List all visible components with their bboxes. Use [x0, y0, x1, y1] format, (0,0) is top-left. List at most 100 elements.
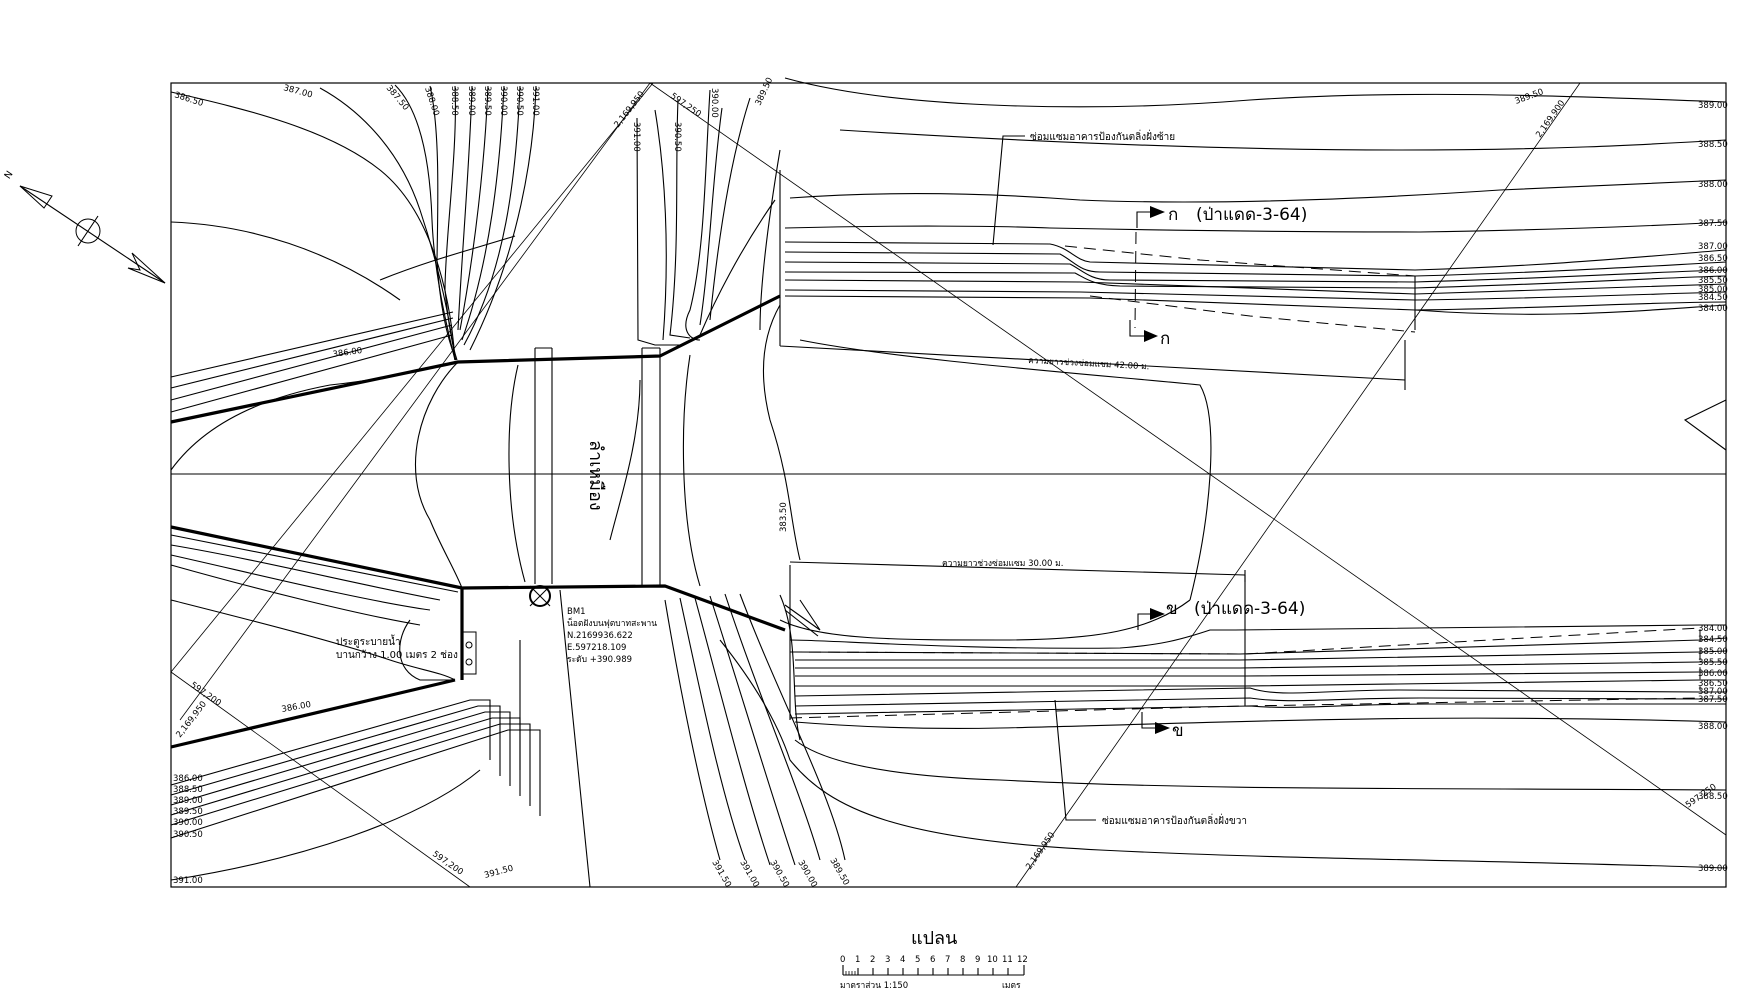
- grid-label: 597,200: [430, 849, 465, 877]
- drawing-frame: [170, 82, 1727, 888]
- scale-tick-label: 2: [870, 955, 875, 965]
- contour-label: 390.50: [767, 859, 791, 890]
- contour-label: 384.00: [1698, 624, 1728, 634]
- section-marker-b: [1137, 608, 1170, 734]
- section-b-letter: ข: [1166, 599, 1178, 619]
- scale-tick-label: 12: [1017, 955, 1028, 965]
- contour-label: 387.00: [282, 83, 313, 100]
- repair-left-label: ซ่อมแซมอาคารป้องกันตลิ่งฝั่งซ้าย: [1030, 129, 1175, 143]
- contour-labels-bottom: 391.50 391.50 391.00 390.50 390.00 389.5…: [281, 346, 851, 889]
- contour-label: 384.50: [1698, 635, 1728, 645]
- scale-tick-label: 11: [1002, 955, 1013, 965]
- contour-label: 387.00: [1698, 687, 1728, 697]
- contour-label: 389.00: [1698, 864, 1728, 874]
- contours-right-lower: [719, 565, 1727, 869]
- scale-label-right: เมตร: [1002, 981, 1021, 991]
- contour-label: 386.00: [332, 346, 363, 360]
- contour-label: 389.50: [482, 86, 492, 116]
- contour-label: 384.00: [1698, 304, 1728, 314]
- contour-label: 391.50: [709, 859, 733, 890]
- contour-label: 388.50: [1698, 792, 1728, 802]
- contour-label: 386.00: [1698, 669, 1728, 679]
- contour-label: 389.00: [173, 796, 203, 806]
- plan-title: แปลน: [911, 928, 957, 949]
- channel-edges: [170, 294, 786, 749]
- grid-label: 2,169,900: [1534, 99, 1567, 140]
- north-arrow: N: [2, 169, 166, 284]
- water-gate-label-2: บานกว้าง 1.00 เมตร 2 ช่อง: [336, 649, 458, 661]
- contour-label: 390.50: [173, 830, 203, 840]
- contour-label: 386.50: [1698, 679, 1728, 689]
- repair-right-label: ซ่อมแซมอาคารป้องกันตลิ่งฝั่งขวา: [1102, 813, 1247, 827]
- contour-label: 391.00: [737, 859, 761, 890]
- section-b-letter-bottom: ข: [1172, 721, 1184, 741]
- contour-label: 386.50: [1698, 254, 1728, 264]
- scale-tick-label: 9: [975, 955, 980, 965]
- contour-label: 386.50: [173, 90, 204, 109]
- scale-tick-label: 4: [900, 955, 905, 965]
- scale-tick-label: 8: [960, 955, 965, 965]
- length-left-label: ความยาวช่วงซ่อมแซม 42.00 ม.: [1028, 356, 1150, 372]
- length-right-label: ความยาวช่วงซ่อมแซม 30.00 ม.: [942, 559, 1063, 569]
- contour-label: 385.50: [1698, 658, 1728, 668]
- contours-bottom-centre: [664, 593, 846, 866]
- contour-label: 386.00: [173, 774, 203, 784]
- contour-labels-right-lower: 384.00 384.50 385.00 385.50 386.00 386.5…: [1698, 624, 1728, 874]
- contour-labels-left-lower: 386.00 388.50 389.00 389.50 390.00 390.5…: [173, 774, 203, 886]
- section-a-letter-bottom: ก: [1160, 329, 1170, 349]
- contour-label: 390.00: [795, 859, 819, 890]
- scale-tick-label: 10: [987, 955, 998, 965]
- contour-label: 390.00: [498, 86, 508, 116]
- contour-label: 391.00: [530, 86, 540, 116]
- contour-label: 389.50: [827, 857, 851, 888]
- contours-left-upper: [170, 84, 537, 471]
- contour-labels-right-upper: 389.00 388.50 388.00 387.50 387.00 386.5…: [1698, 101, 1728, 314]
- leaders: [779, 135, 1406, 821]
- contour-label: 387.50: [1698, 219, 1728, 229]
- stream-label: ลำเหมือง: [585, 440, 606, 511]
- contour-label: 389.00: [1698, 101, 1728, 111]
- contours-right-upper: [762, 77, 1727, 601]
- grid-label: 2,169,950: [174, 700, 209, 740]
- grid-label: 597,250: [668, 91, 703, 119]
- scale-tick-label: 0: [840, 955, 845, 965]
- scale-tick-label: 7: [945, 955, 950, 965]
- bm-name: BM1: [567, 607, 586, 617]
- benchmark-symbol: [529, 585, 551, 607]
- contour-label: 389.50: [754, 76, 776, 107]
- scale-label-left: มาตราส่วน 1:150: [840, 981, 908, 991]
- grid-lines: [170, 82, 1727, 888]
- contour-label: 391.00: [631, 122, 641, 152]
- contours-left-lower: [170, 534, 591, 888]
- bm-easting: E.597218.109: [567, 643, 626, 653]
- contour-label: 389.50: [173, 807, 203, 817]
- scale-tick-label: 3: [885, 955, 890, 965]
- scale-ticks: 0 1 2 3 4 5 6 7 8 9 10 11 12: [840, 955, 1028, 965]
- contour-label: 391.00: [173, 876, 203, 886]
- contour-label: 385.50: [1698, 276, 1728, 286]
- section-a-letter: ก: [1168, 205, 1178, 225]
- contour-label: 391.50: [483, 864, 514, 881]
- contour-label: 388.50: [1698, 140, 1728, 150]
- contour-label: 386.00: [1698, 266, 1728, 276]
- water-gate-label-1: ประตูระบายน้ำ: [336, 634, 401, 648]
- north-label: N: [2, 169, 15, 181]
- water-gate-symbol: [461, 631, 477, 675]
- contour-label: 387.50: [1698, 695, 1728, 705]
- bm-desc: น็อตฝังบนฟุตบาทสะพาน: [567, 617, 657, 629]
- contour-label: 389.00: [466, 86, 476, 116]
- contour-label: 388.50: [449, 86, 459, 116]
- channel-interior: [414, 347, 701, 589]
- contour-label: 389.50: [1514, 87, 1545, 107]
- scale-bar: [842, 965, 1025, 976]
- section-a-name: (ป่าแดด-3-64): [1196, 205, 1307, 225]
- contour-label: 388.00: [1698, 722, 1728, 732]
- scale-tick-label: 5: [915, 955, 920, 965]
- bm-northing: N.2169936.622: [567, 631, 633, 641]
- contours-centre-top: [636, 89, 781, 346]
- section-marker-a: [1129, 206, 1165, 342]
- grid-label: 2,169,950: [1024, 831, 1057, 872]
- scale-tick-label: 6: [930, 955, 935, 965]
- contour-label: 390.50: [672, 122, 682, 152]
